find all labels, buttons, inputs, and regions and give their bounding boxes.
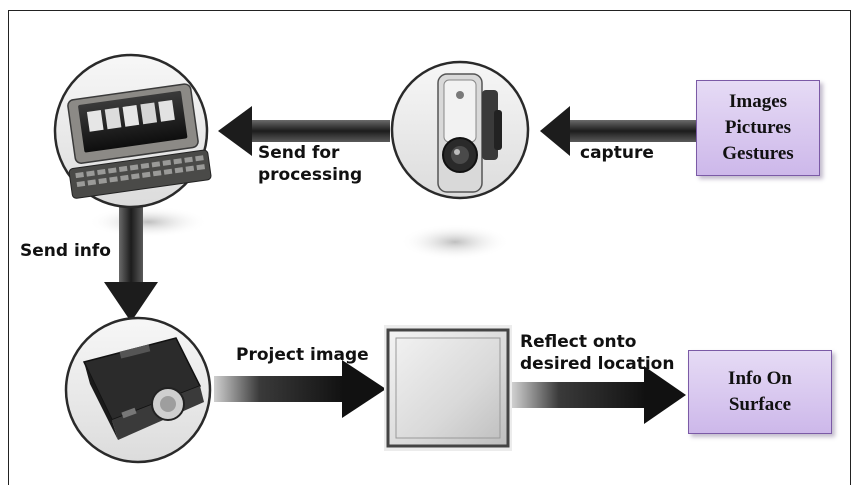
output-box-line-1: Info On [728, 368, 792, 389]
mirror-icon [384, 325, 512, 451]
arrow-send-processing [218, 106, 390, 156]
label-project-image: Project image [236, 345, 369, 365]
label-reflect: Reflect onto desired location [520, 331, 674, 375]
shadow-webcam [400, 224, 510, 260]
arrow-capture [540, 106, 696, 156]
shadow-phone [88, 206, 208, 238]
label-reflect-line-2: desired location [520, 354, 675, 374]
label-reflect-line-1: Reflect onto [520, 332, 637, 352]
input-box-line-3: Gestures [722, 143, 794, 164]
webcam-icon [390, 60, 530, 200]
arrow-send-info [104, 198, 158, 322]
output-box-line-2: Surface [728, 394, 792, 415]
output-box: Info On Surface [688, 350, 832, 434]
label-send-processing: Send for processing [258, 142, 362, 186]
input-box-line-1: Images [728, 91, 788, 112]
smartphone-icon [53, 53, 212, 209]
arrow-reflect [512, 366, 686, 424]
label-send-processing-line-1: Send for [258, 143, 340, 163]
label-capture: capture [580, 143, 654, 163]
label-send-processing-line-2: processing [258, 165, 363, 185]
projector-icon [64, 316, 212, 464]
input-box: Images Pictures Gestures [696, 80, 820, 176]
input-box-line-2: Pictures [724, 117, 792, 138]
arrow-project-image [214, 360, 386, 418]
label-send-info: Send info [20, 241, 111, 261]
diagram-frame [8, 10, 851, 485]
